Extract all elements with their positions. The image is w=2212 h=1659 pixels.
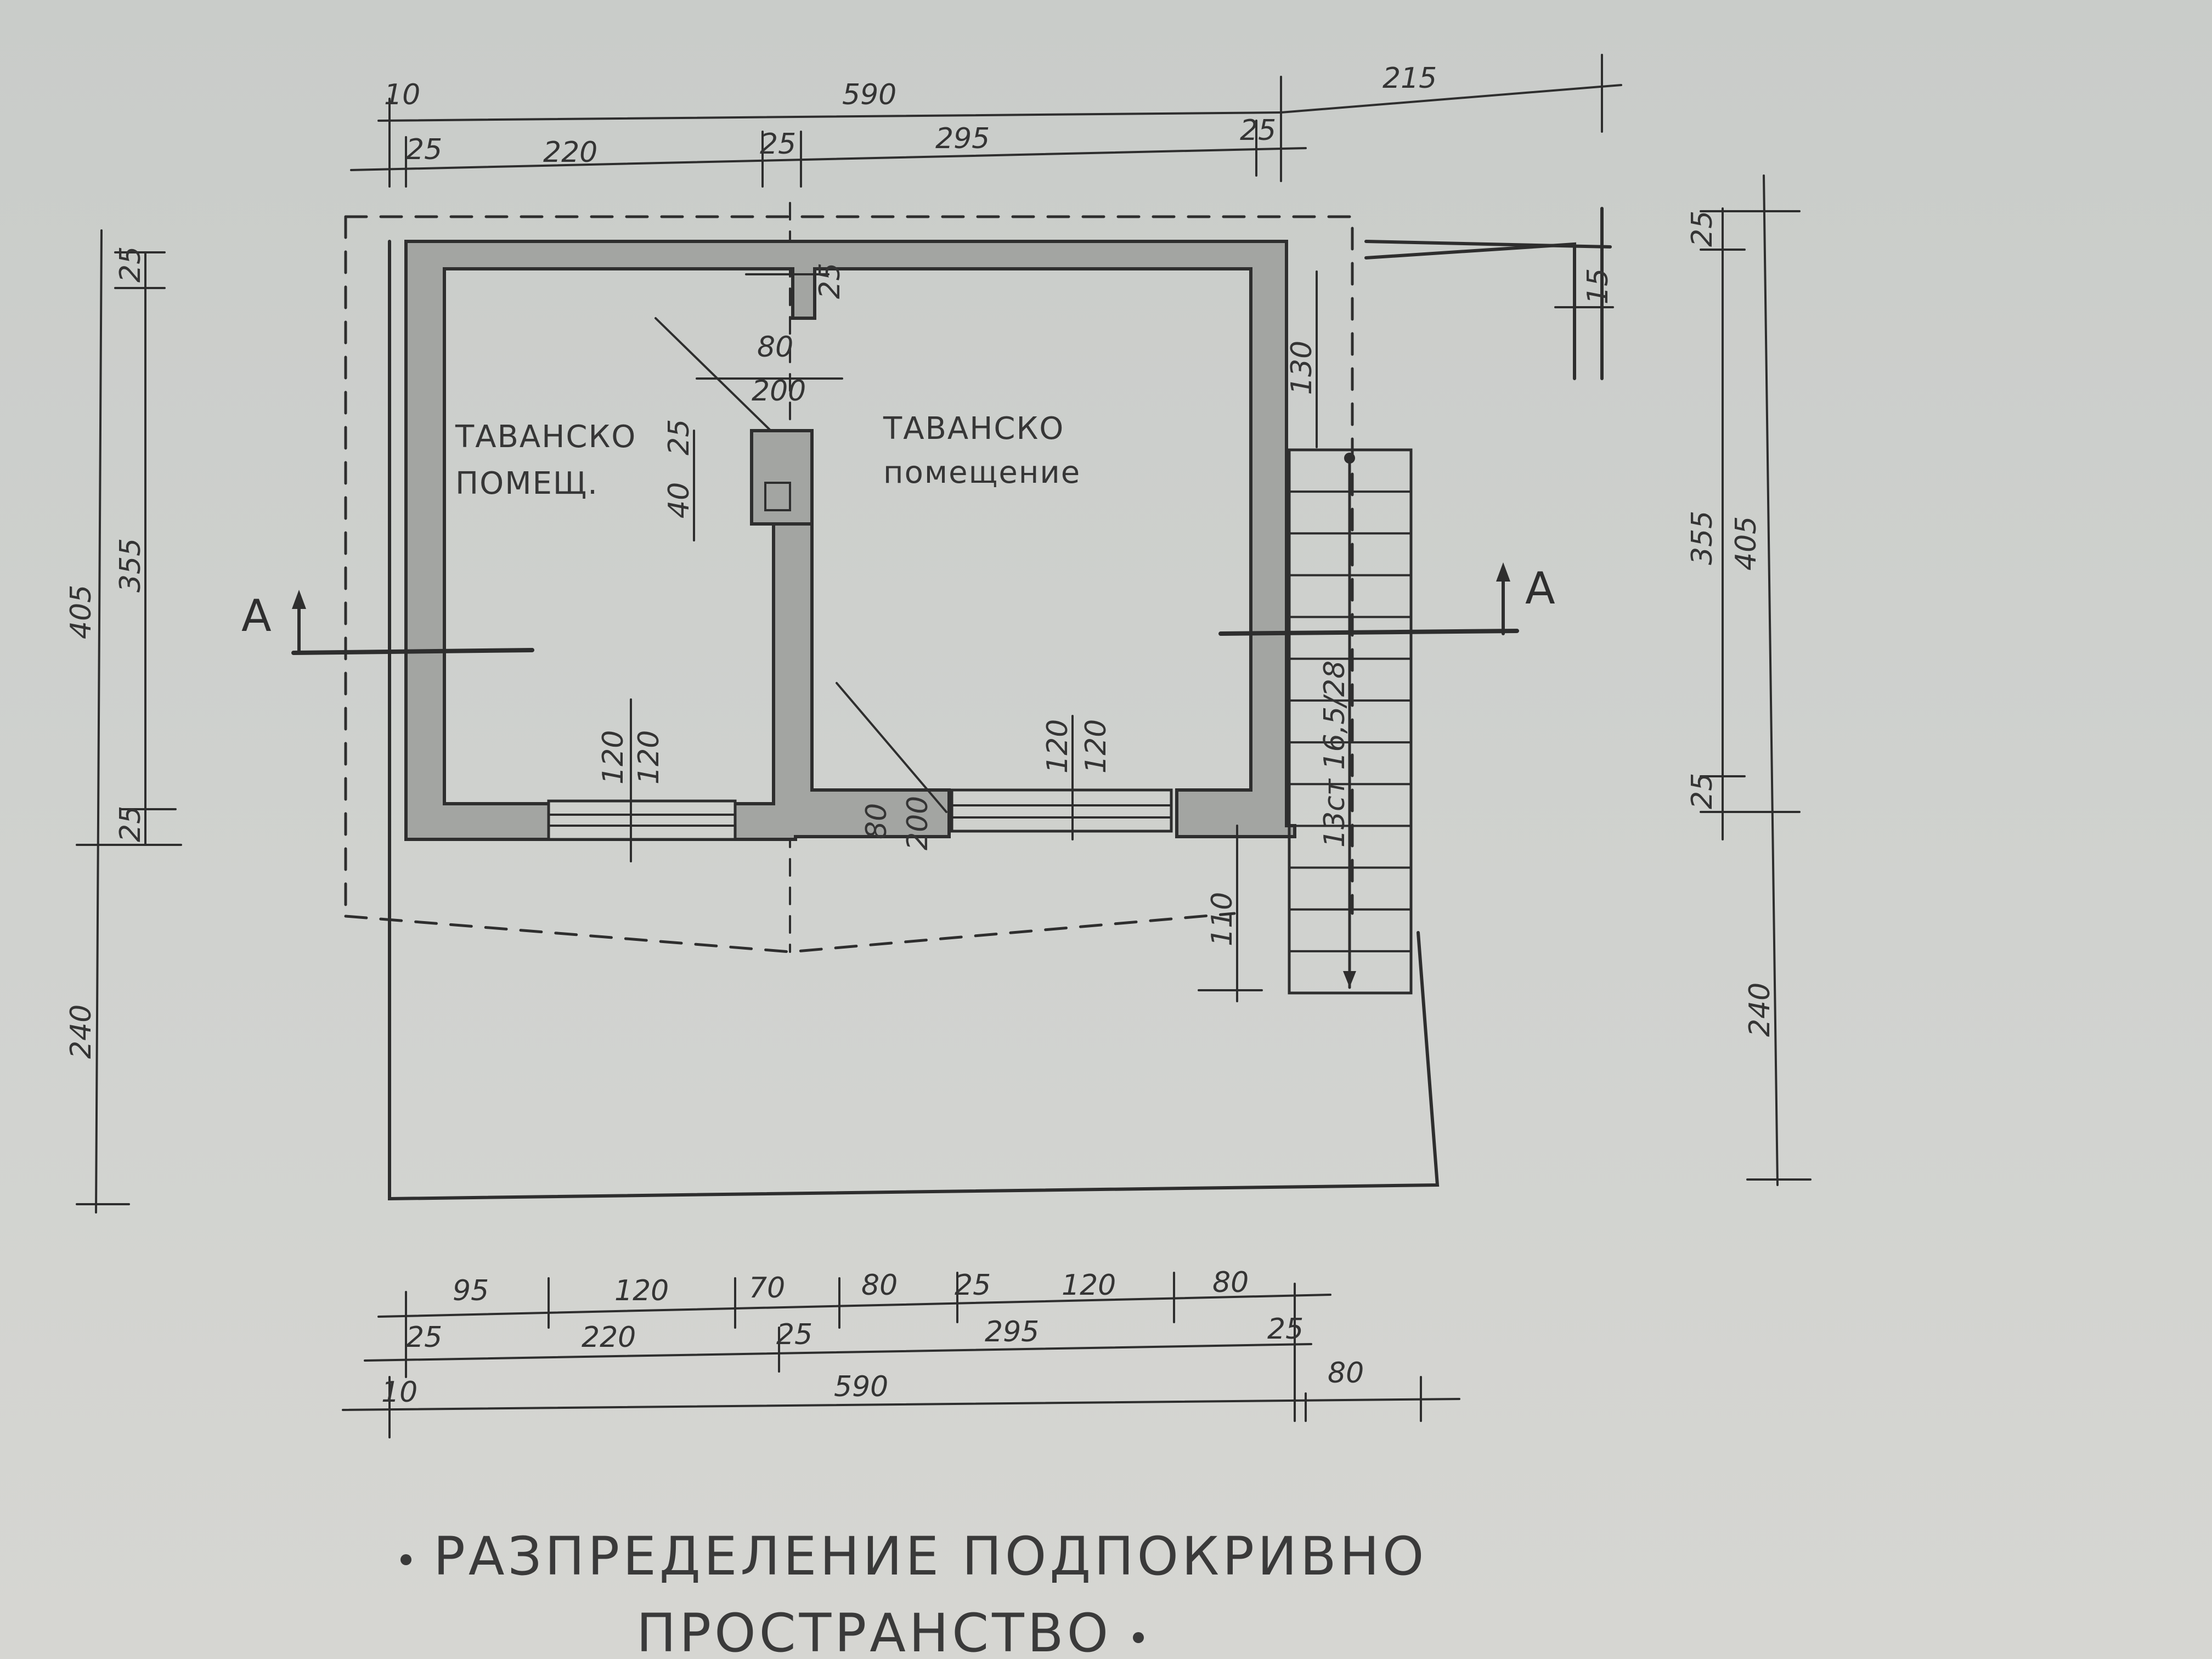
dim-bottom-r2-4: 25: [1267, 1313, 1304, 1346]
dim-bottom-r2-1: 220: [582, 1321, 636, 1354]
top-dimension-lines: [350, 54, 1622, 188]
dim-left-lower: 240: [65, 1005, 98, 1059]
dim-chimney-offset: 25: [663, 419, 696, 455]
dim-top-extension: 215: [1383, 62, 1437, 95]
dim-bottom-r1-0: 95: [453, 1274, 489, 1307]
dim-door-top-height: 200: [752, 375, 806, 408]
staircase: [1288, 448, 1413, 995]
dim-top-seg1: 25: [406, 133, 442, 166]
section-mark-right: A: [1525, 563, 1555, 614]
dim-right-top: 25: [1686, 211, 1719, 247]
window-left: [547, 799, 737, 841]
dim-left-top: 25: [114, 246, 147, 283]
room-label-right-line1: ТАВАНСКО: [883, 411, 1064, 447]
dim-top-seg5: 25: [1240, 114, 1276, 147]
dim-window-left-height: 120: [633, 730, 665, 785]
room-label-left-line1: ТАВАНСКО: [455, 419, 636, 455]
room-label-left-line2: ПОМЕЩ.: [455, 466, 599, 501]
dim-window-right-width: 120: [1041, 719, 1074, 774]
dim-right-small: 15: [1582, 268, 1615, 304]
interior-dimension-lines: [630, 270, 1318, 1002]
left-dimension-lines: [76, 229, 182, 1214]
dim-stair-spec: 13ст 16,5/28: [1318, 661, 1351, 848]
bottom-row3-labels: 10 590 80: [381, 1357, 1364, 1409]
dim-window-right-height: 120: [1080, 719, 1113, 774]
dim-bottom-r2-0: 25: [406, 1321, 442, 1354]
dim-bottom-r1-2: 70: [749, 1272, 785, 1305]
dim-window-left-width: 120: [597, 730, 630, 785]
section-line-a: [291, 562, 1519, 655]
dim-bottom-r1-5: 120: [1062, 1269, 1116, 1302]
dim-bottom-r1-4: 25: [955, 1269, 991, 1302]
dim-bottom-r3-1: 590: [834, 1370, 888, 1403]
dim-bottom-r1-1: 120: [614, 1274, 669, 1307]
section-mark-left: A: [241, 590, 272, 641]
dim-left-inner: 355: [114, 538, 147, 592]
dim-gap-110: 110: [1206, 892, 1239, 946]
dim-bottom-r2-2: 25: [776, 1318, 812, 1351]
room-label-right-line2: помещение: [883, 455, 1081, 490]
dim-wall-tick: 25: [814, 263, 847, 299]
dim-left-total: 405: [65, 585, 98, 639]
dim-bottom-r1-6: 80: [1212, 1266, 1249, 1299]
dim-bottom-r3-0: 10: [381, 1376, 417, 1409]
dim-gap-130: 130: [1285, 341, 1318, 395]
walls: [404, 240, 1296, 841]
dim-left-bottom: 25: [114, 806, 147, 842]
building-outline: [388, 207, 1612, 1201]
bottom-row1-labels: 95 120 70 80 25 120 80: [453, 1266, 1249, 1307]
window-right: [950, 788, 1173, 833]
dim-right-lower: 240: [1743, 983, 1776, 1037]
dim-bottom-r2-3: 295: [985, 1316, 1039, 1348]
title-line2: ПРОСТРАНСТВО: [636, 1602, 1111, 1659]
dim-top-seg4: 295: [935, 122, 990, 155]
dim-top-overall: 590: [842, 78, 896, 111]
dim-bottom-r3-2: 80: [1328, 1357, 1364, 1390]
dim-bottom-r1-3: 80: [861, 1269, 898, 1302]
bottom-row2-labels: 25 220 25 295 25: [406, 1313, 1304, 1354]
bottom-dimension-lines: [342, 1272, 1460, 1438]
right-dimension-lines: [1554, 174, 1812, 1186]
dim-chimney-size: 40: [663, 482, 696, 518]
dim-door-low-width: 80: [860, 803, 893, 839]
dim-door-low-height: 200: [901, 796, 934, 850]
dim-top-seg2: 220: [543, 136, 597, 169]
dim-top-seg3: 25: [760, 128, 796, 161]
title-line1: РАЗПРЕДЕЛЕНИЕ ПОДПОКРИВНО: [433, 1526, 1427, 1587]
dim-door-top-width: 80: [757, 331, 793, 364]
dim-right-bottom: 25: [1686, 773, 1719, 809]
dim-top-offset: 10: [384, 78, 420, 111]
drawing-title: РАЗПРЕДЕЛЕНИЕ ПОДПОКРИВНО ПРОСТРАНСТВО: [400, 1526, 1427, 1659]
dim-right-total: 405: [1730, 516, 1763, 571]
dim-right-inner: 355: [1686, 511, 1719, 565]
